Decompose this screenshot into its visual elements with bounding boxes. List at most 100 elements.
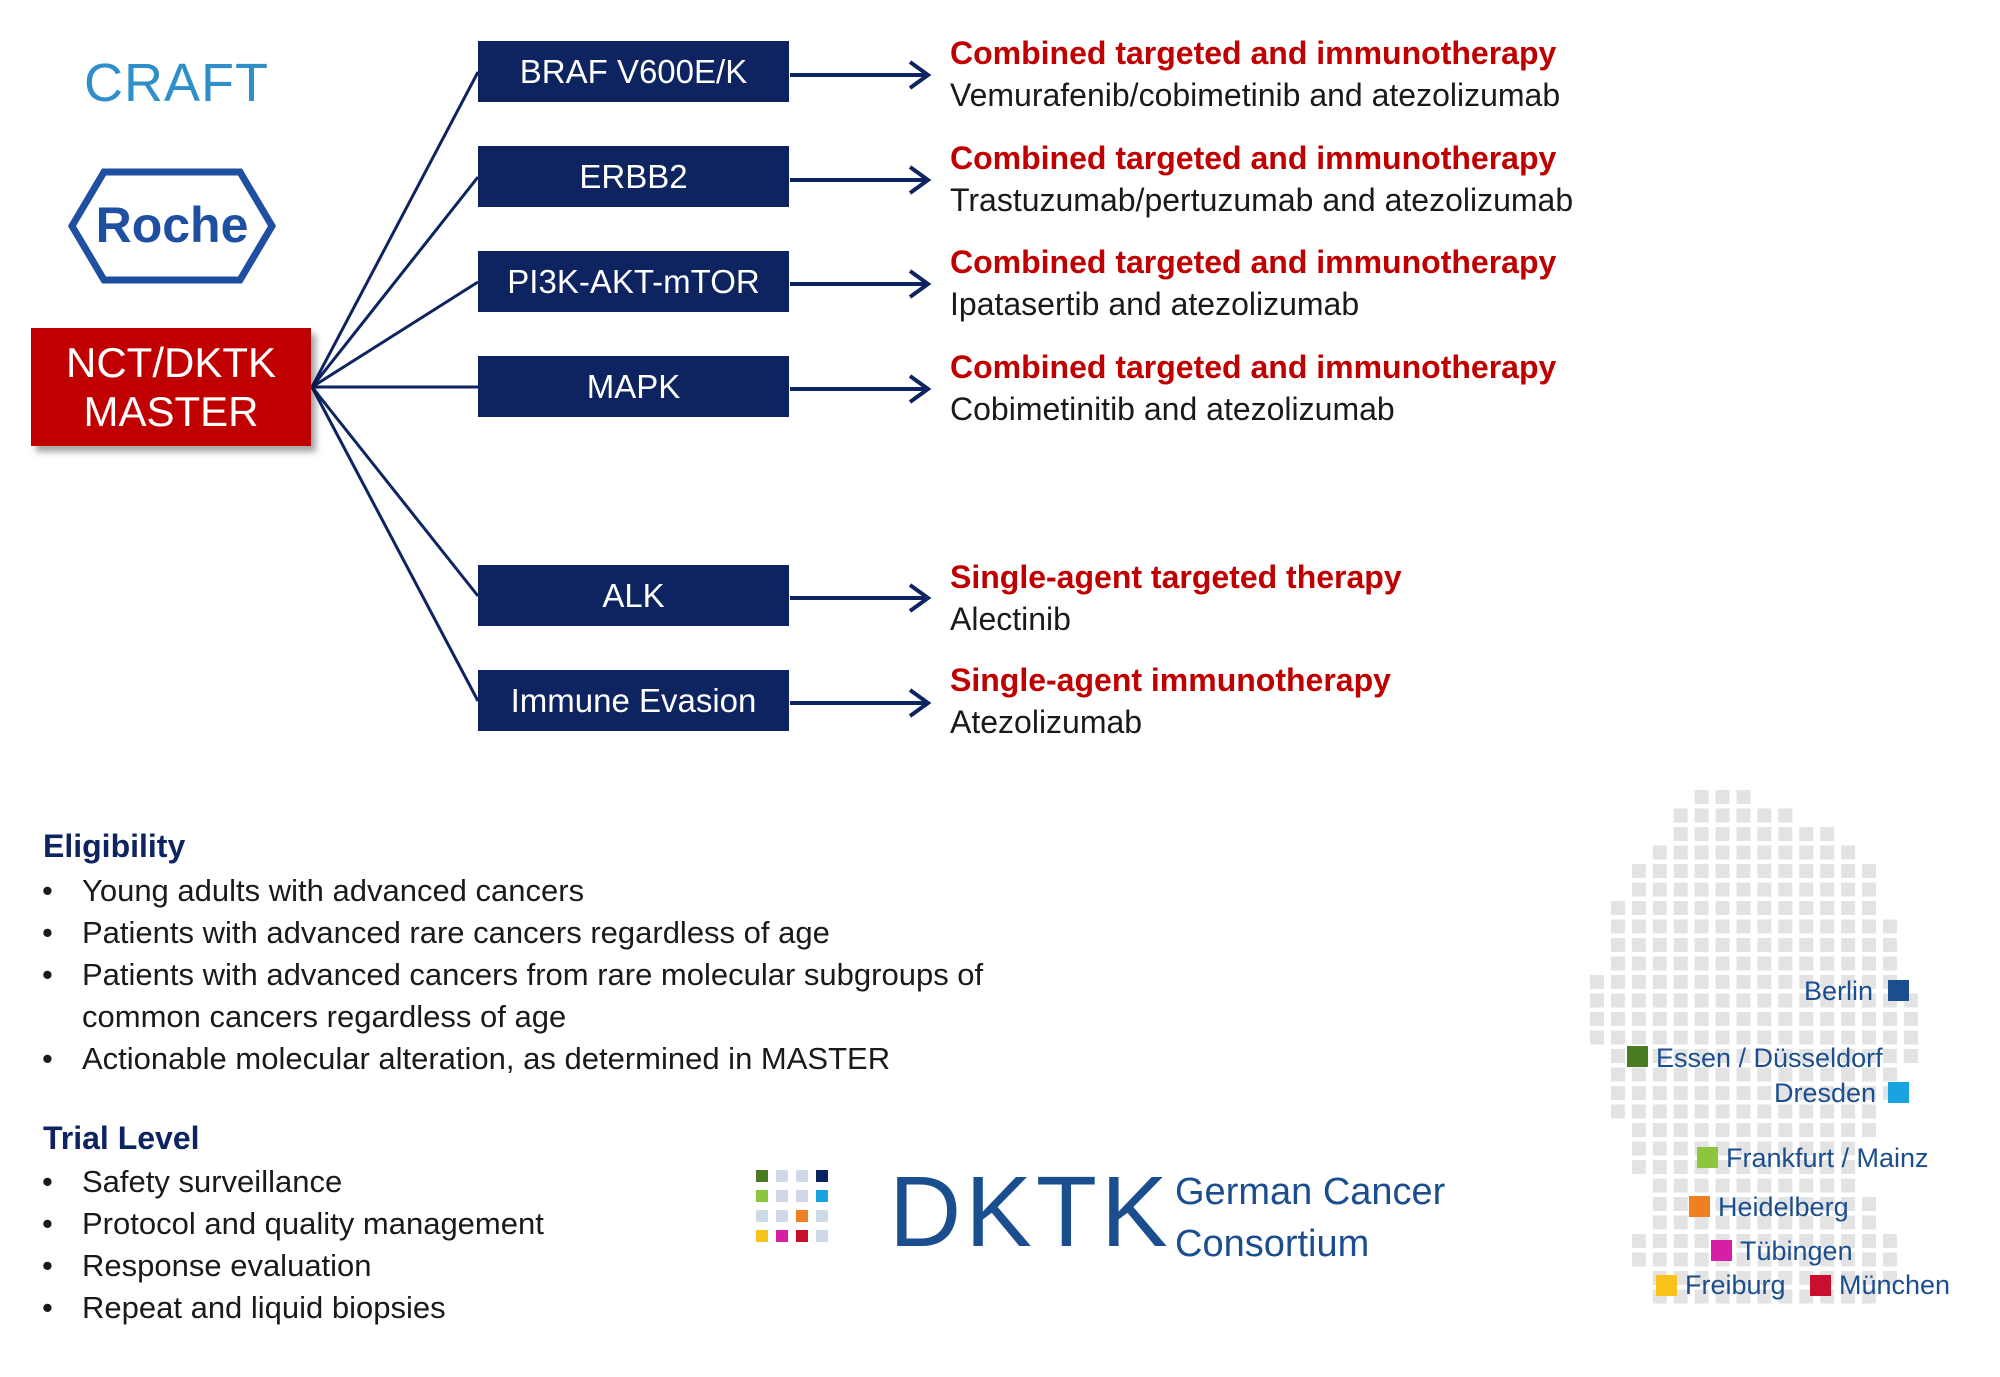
map-cell (1715, 790, 1730, 804)
map-cell (1736, 845, 1751, 860)
city-label-freiburg: Freiburg (1685, 1270, 1786, 1300)
map-cell (1673, 1104, 1688, 1119)
dktk-dot-grid-icon (756, 1170, 828, 1242)
map-cell (1778, 1215, 1793, 1230)
map-cell (1631, 1123, 1646, 1137)
map-cell (1903, 1012, 1918, 1026)
map-cell (1652, 1197, 1667, 1211)
map-cell (1610, 1104, 1625, 1119)
map-cell (1778, 1030, 1793, 1045)
map-cell (1778, 919, 1793, 934)
map-cell (1610, 1086, 1625, 1100)
map-cell (1610, 975, 1625, 989)
map-cell (1757, 956, 1772, 971)
map-cell (1882, 919, 1897, 934)
map-cell (1841, 1049, 1856, 1063)
map-cell (1736, 1141, 1751, 1156)
map-cell (1610, 901, 1625, 915)
map-cell (1610, 1030, 1625, 1045)
map-cell (1694, 1067, 1709, 1082)
city-label-heidelberg: Heidelberg (1718, 1192, 1849, 1222)
map-cell (1799, 1160, 1814, 1174)
map-cell (1799, 1049, 1814, 1063)
therapy-heading: Single-agent immunotherapy (950, 662, 1391, 698)
map-cell (1652, 1215, 1667, 1230)
map-cell (1673, 827, 1688, 841)
map-cell (1652, 919, 1667, 934)
map-cell (1757, 1067, 1772, 1082)
map-cell (1694, 1086, 1709, 1100)
branch-line-braf (310, 71, 480, 388)
alteration-box-pi3k: PI3K-AKT-mTOR (478, 251, 789, 312)
map-cell (1673, 1178, 1688, 1193)
map-cell (1673, 1289, 1688, 1304)
map-cell (1631, 901, 1646, 915)
map-cell (1841, 975, 1856, 989)
map-cell (1841, 993, 1856, 1008)
map-cell (1673, 1030, 1688, 1045)
map-cell (1757, 1178, 1772, 1193)
map-cell (1862, 956, 1877, 971)
map-cell (1757, 1104, 1772, 1119)
eligibility-title: Eligibility (43, 828, 186, 864)
map-cell (1820, 1086, 1835, 1100)
map-cell (1673, 1252, 1688, 1267)
map-cell (1778, 1160, 1793, 1174)
map-cell (1778, 845, 1793, 860)
map-cell (1652, 864, 1667, 878)
alteration-box-erbb2: ERBB2 (478, 146, 789, 207)
map-cell (1882, 1012, 1897, 1026)
map-cell (1715, 1012, 1730, 1026)
map-cell (1841, 938, 1856, 952)
map-cell (1694, 1215, 1709, 1230)
map-cell (1631, 1252, 1646, 1267)
map-cell (1736, 1215, 1751, 1230)
map-cell (1694, 1030, 1709, 1045)
map-cell (1778, 1067, 1793, 1082)
map-cell (1736, 1197, 1751, 1211)
map-cell (1715, 1289, 1730, 1304)
therapy-drugs: Atezolizumab (950, 704, 1143, 740)
therapy-drugs: Cobimetinitib and atezolizumab (950, 391, 1395, 427)
map-cell (1673, 1234, 1688, 1248)
map-cell (1631, 882, 1646, 897)
map-cell (1673, 1197, 1688, 1211)
map-cell (1778, 938, 1793, 952)
map-cell (1882, 956, 1897, 971)
map-cell (1694, 975, 1709, 989)
branch-line-alk (310, 386, 480, 597)
map-cell (1736, 1178, 1751, 1193)
map-cell (1673, 1012, 1688, 1026)
map-cell (1715, 1086, 1730, 1100)
map-cell (1820, 1160, 1835, 1174)
map-cell (1652, 956, 1667, 971)
map-cell (1799, 1234, 1814, 1248)
map-cell (1673, 808, 1688, 823)
therapy-heading: Combined targeted and immunotherapy (950, 140, 1557, 176)
city-marker-essen (1627, 1046, 1648, 1067)
map-cell (1778, 882, 1793, 897)
map-cell (1673, 1049, 1688, 1063)
map-cell (1799, 1197, 1814, 1211)
map-cell (1736, 956, 1751, 971)
map-cell (1862, 901, 1877, 915)
map-cell (1778, 1289, 1793, 1304)
map-cell (1610, 1012, 1625, 1026)
map-cell (1841, 845, 1856, 860)
map-cell (1736, 975, 1751, 989)
map-cell (1736, 1086, 1751, 1100)
therapy-heading: Combined targeted and immunotherapy (950, 349, 1557, 385)
map-cell (1757, 864, 1772, 878)
map-cell (1715, 901, 1730, 915)
map-cell (1778, 1141, 1793, 1156)
map-cell (1778, 808, 1793, 823)
map-cell (1673, 1160, 1688, 1174)
map-cell (1631, 993, 1646, 1008)
alteration-box-braf: BRAF V600E/K (478, 41, 789, 102)
map-cell (1778, 901, 1793, 915)
map-cell (1694, 1123, 1709, 1137)
map-cell (1652, 938, 1667, 952)
map-cell (1736, 1030, 1751, 1045)
city-marker-tuebingen (1711, 1240, 1732, 1261)
